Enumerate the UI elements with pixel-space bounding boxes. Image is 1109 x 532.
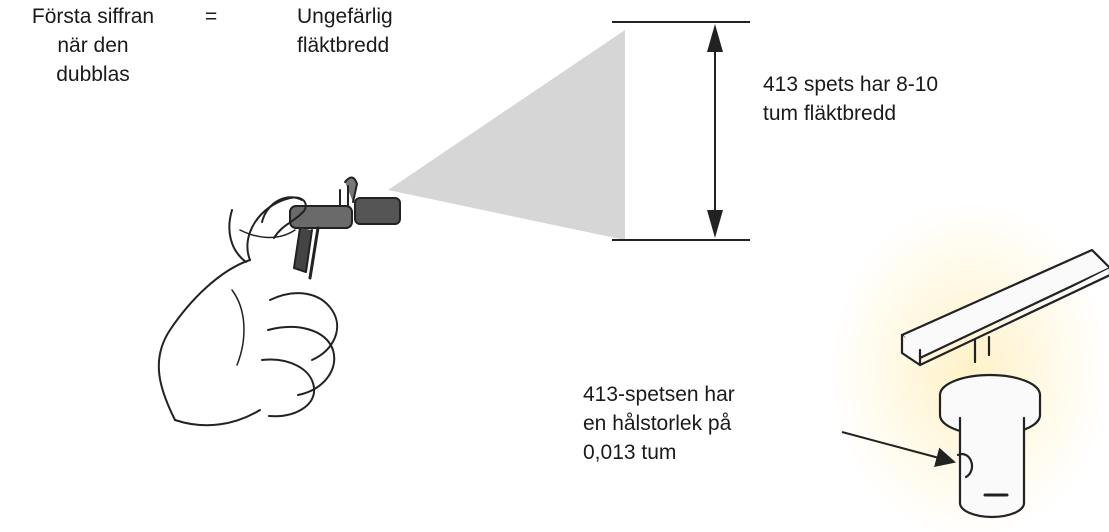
approx-fan-width-label: Ungefärlig fläktbredd	[297, 5, 393, 57]
spray-gun-icon	[157, 176, 401, 427]
orifice-size-note: 413-spetsen har en hålstorlek på 0,013 t…	[583, 383, 735, 464]
arrow-head-down	[707, 210, 723, 238]
first-digit-label: Första siffran när den dubblas	[31, 5, 155, 86]
spray-fan	[388, 30, 625, 240]
spray-tip-icon	[900, 248, 1109, 519]
orifice-pointer-arrow	[841, 431, 956, 468]
equals-sign: =	[205, 5, 218, 28]
fan-width-note: 413 spets har 8-10 tum fläktbredd	[763, 73, 939, 125]
arrow-head-up	[707, 24, 723, 52]
